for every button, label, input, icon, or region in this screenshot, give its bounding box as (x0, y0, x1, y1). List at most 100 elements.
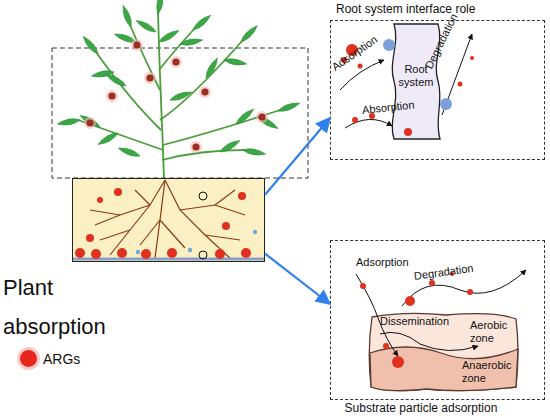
dot-halo (256, 111, 268, 123)
dot-halo (190, 141, 202, 153)
root (135, 190, 150, 205)
substrate-detail (356, 270, 526, 368)
branch (160, 40, 243, 120)
leaf (155, 0, 164, 14)
particle-dot (188, 248, 192, 252)
process-label: Degradation (413, 262, 474, 282)
particle-dot (383, 39, 395, 51)
args-dot (201, 88, 208, 95)
root (95, 205, 150, 225)
node-text: Root system interface role (336, 3, 546, 17)
leaf (113, 32, 136, 45)
args-dot (86, 119, 93, 126)
args-dot (108, 92, 115, 99)
leaf (169, 90, 192, 103)
node-text: Plant absorption (3, 269, 143, 346)
branch (163, 110, 280, 145)
particle-dot (136, 250, 140, 254)
root (140, 220, 160, 245)
args-dot (117, 248, 127, 258)
args-dot (167, 248, 177, 258)
leaf (277, 101, 300, 114)
args-dot (146, 74, 153, 81)
legend-entry: ARGs (20, 350, 80, 367)
substrate-particle: Dissemination Aerobic zoneAnaerobic zone (366, 311, 521, 393)
zoom-ring (199, 251, 207, 259)
outline-path (392, 24, 440, 139)
process-label: Adsorption (356, 256, 409, 268)
args-dot (238, 192, 246, 200)
process-arrow (356, 274, 398, 356)
root (160, 220, 185, 248)
legend-swatch (20, 350, 37, 367)
args-dot (91, 249, 101, 259)
args-dot (97, 197, 103, 203)
leaf (91, 69, 115, 78)
leaf (257, 115, 280, 131)
process-arrow (442, 34, 472, 115)
args-dot (222, 222, 230, 230)
node-text: Aerobic zone (470, 319, 518, 344)
leaf (204, 57, 220, 80)
outline-path (369, 313, 518, 390)
leaf (180, 37, 204, 46)
args-dot (86, 234, 94, 242)
particle-dot (253, 230, 257, 234)
leaf (239, 24, 259, 44)
leaf (105, 72, 128, 88)
zoom-ring (199, 192, 207, 200)
args-dot (470, 56, 474, 60)
args-dot (192, 143, 199, 150)
args-dot (392, 356, 404, 368)
node-text: Anaerobic zone (462, 359, 520, 384)
root (110, 180, 165, 255)
root (215, 190, 235, 205)
args-dot (358, 64, 363, 69)
plant-leaves (57, 0, 301, 159)
branch (162, 150, 245, 160)
leaf (243, 147, 267, 156)
leaf (158, 28, 181, 44)
args-dot (241, 248, 251, 258)
plant-args-dots (84, 39, 268, 153)
args-dot (383, 343, 389, 349)
soil-args-dots (75, 188, 257, 259)
process-arrow (380, 332, 478, 350)
process-arrow (345, 119, 392, 128)
leaf (234, 107, 255, 126)
branch (159, 28, 195, 70)
dot-halo (84, 117, 96, 129)
main-stem (158, 12, 164, 180)
args-dot (114, 188, 122, 196)
dashed-frame (52, 48, 308, 178)
substrate-layer (73, 258, 264, 261)
args-dot (215, 249, 225, 259)
root (165, 180, 230, 258)
root (205, 235, 240, 240)
args-dot (458, 82, 463, 87)
soil-box: Plant absorption (72, 178, 265, 262)
root (155, 180, 165, 258)
leaf (81, 35, 100, 56)
leaf (135, 18, 158, 34)
dot-halo (106, 90, 118, 102)
node-text: Dissemination (380, 315, 460, 328)
zoom-connector (265, 254, 330, 304)
process-label: Degradation (423, 12, 460, 71)
leaf (97, 131, 120, 147)
leaf (191, 13, 212, 32)
args-dot (360, 283, 366, 289)
particle-dot (440, 98, 452, 110)
legend-text: ARGs (43, 351, 80, 367)
zoom-connector (265, 118, 330, 195)
args-dot (405, 296, 415, 306)
dot-halo (131, 39, 143, 51)
args-dot (258, 113, 265, 120)
branch (130, 25, 160, 90)
leaf (117, 146, 140, 159)
process-label: Adsorption (330, 33, 380, 73)
args-dot (429, 280, 435, 286)
dot-halo (170, 56, 182, 68)
